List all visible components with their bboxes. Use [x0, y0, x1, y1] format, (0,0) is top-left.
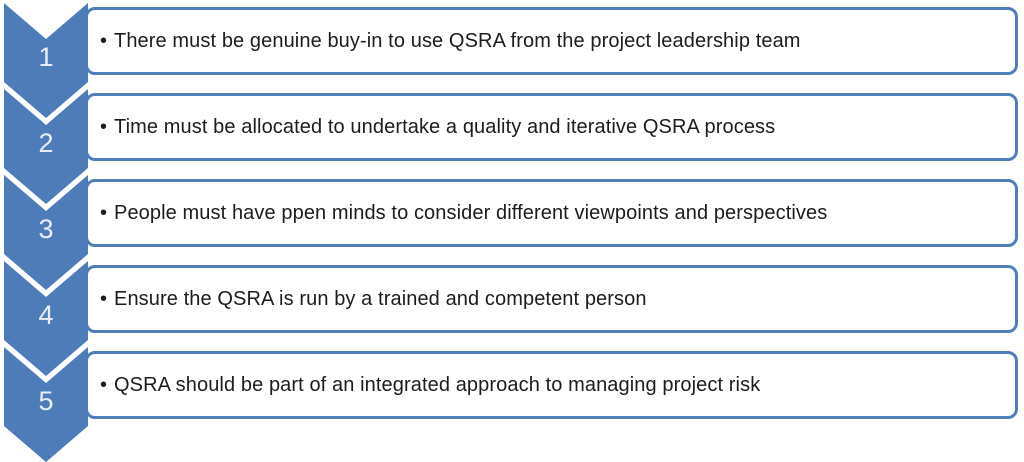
step-box-3: • People must have ppen minds to conside… — [85, 179, 1018, 247]
step-box-4: • Ensure the QSRA is run by a trained an… — [85, 265, 1018, 333]
chevron-step-4-icon — [4, 261, 88, 376]
step-number-5: 5 — [38, 386, 53, 416]
step-text-3: People must have ppen minds to consider … — [114, 201, 828, 224]
step-text-1: There must be genuine buy-in to use QSRA… — [114, 29, 801, 52]
step-number-3: 3 — [38, 214, 53, 244]
step-text-2: Time must be allocated to undertake a qu… — [114, 115, 776, 138]
step-number-2: 2 — [38, 128, 53, 158]
bullet-icon: • — [100, 288, 108, 310]
step-text-4: Ensure the QSRA is run by a trained and … — [114, 287, 647, 310]
bullet-icon: • — [100, 116, 108, 138]
chevron-step-5-icon — [4, 347, 88, 462]
step-number-1: 1 — [38, 42, 53, 72]
chevron-step-2-icon — [4, 89, 88, 204]
step-box-1: • There must be genuine buy-in to use QS… — [85, 7, 1018, 75]
chevron-step-3-icon — [4, 175, 88, 290]
bullet-icon: • — [100, 202, 108, 224]
step-text-5: QSRA should be part of an integrated app… — [114, 373, 761, 396]
chevron-column: 1 2 3 4 5 — [4, 3, 88, 462]
chevron-step-1-icon — [4, 3, 88, 118]
step-box-5: • QSRA should be part of an integrated a… — [85, 351, 1018, 419]
step-box-2: • Time must be allocated to undertake a … — [85, 93, 1018, 161]
step-number-4: 4 — [38, 300, 53, 330]
bullet-icon: • — [100, 374, 108, 396]
bullet-icon: • — [100, 30, 108, 52]
